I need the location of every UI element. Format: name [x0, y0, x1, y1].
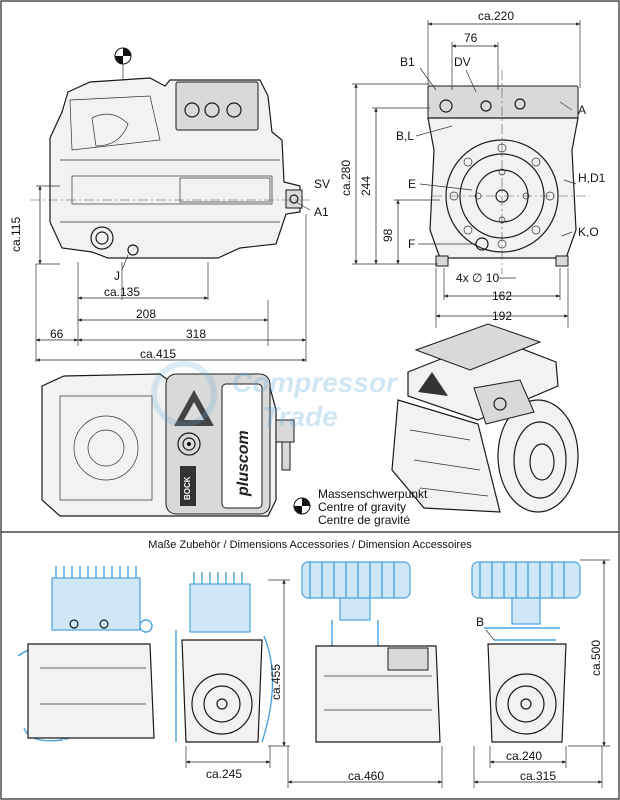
dim-h98: 98 — [381, 228, 395, 242]
top-view: BOCK pluscom — [41, 373, 295, 517]
label-j: J — [114, 269, 120, 283]
dim-acc-315: ca.315 — [520, 769, 556, 783]
side-view-dimensions — [35, 185, 311, 362]
label-hd1: H,D1 — [578, 171, 606, 185]
dim-acc-455: ca.455 — [269, 664, 283, 700]
accessories-title: Maße Zubehör / Dimensions Accessories / … — [148, 539, 472, 551]
label-bl: B,L — [396, 129, 414, 143]
cog-text-de: Massenschwerpunkt — [318, 487, 428, 501]
label-b1: B1 — [400, 55, 415, 69]
label-e: E — [408, 177, 416, 191]
label-a: A — [578, 103, 586, 117]
dim-w220: ca.220 — [478, 9, 514, 23]
cog-symbol-side — [114, 47, 132, 80]
dim-holes: 4x ∅ 10 — [456, 271, 499, 285]
dim-d318: 318 — [186, 327, 206, 341]
side-view — [30, 47, 310, 259]
label-sv: SV — [314, 177, 330, 191]
maker-logo: BOCK — [183, 476, 192, 500]
front-view-dimensions — [352, 20, 581, 328]
dim-h244: 244 — [359, 176, 373, 196]
dim-acc-500: ca.500 — [589, 640, 603, 676]
watermark-line2: Trade — [262, 401, 338, 432]
accessory-view-2 — [175, 572, 290, 768]
label-dv: DV — [454, 55, 471, 69]
brand-label: pluscom — [235, 430, 252, 497]
dim-h280: ca.280 — [339, 160, 353, 196]
label-ko: K,O — [578, 225, 599, 239]
accessory-view-4 — [471, 559, 610, 788]
dim-d135: ca.135 — [104, 285, 140, 299]
labels: ca.115 ca.135 208 66 318 ca.415 SV A1 J … — [9, 9, 606, 783]
watermark-line1: Compressor — [232, 367, 399, 398]
cog-text-en: Centre of gravity — [318, 500, 406, 514]
accessory-views — [17, 559, 610, 788]
dim-w76: 76 — [464, 31, 478, 45]
accessory-view-3 — [287, 561, 443, 788]
accessory-view-1 — [17, 566, 155, 742]
label-f: F — [408, 237, 415, 251]
front-view — [427, 70, 590, 274]
cog-legend — [293, 497, 311, 515]
label-a1: A1 — [314, 205, 329, 219]
label-acc-b: B — [476, 615, 484, 629]
iso-view — [391, 323, 579, 513]
watermark: Compressor Trade — [151, 361, 399, 432]
cog-text-fr: Centre de gravité — [318, 513, 410, 527]
dim-d66: 66 — [50, 327, 64, 341]
dim-w162: 162 — [492, 289, 512, 303]
dim-acc-240: ca.240 — [506, 749, 542, 763]
dim-d415: ca.415 — [140, 347, 176, 361]
dim-acc-460: ca.460 — [348, 769, 384, 783]
dim-d208: 208 — [136, 307, 156, 321]
dim-w192: 192 — [492, 309, 512, 323]
dim-acc-245: ca.245 — [206, 767, 242, 781]
dim-h115: ca.115 — [9, 217, 23, 252]
